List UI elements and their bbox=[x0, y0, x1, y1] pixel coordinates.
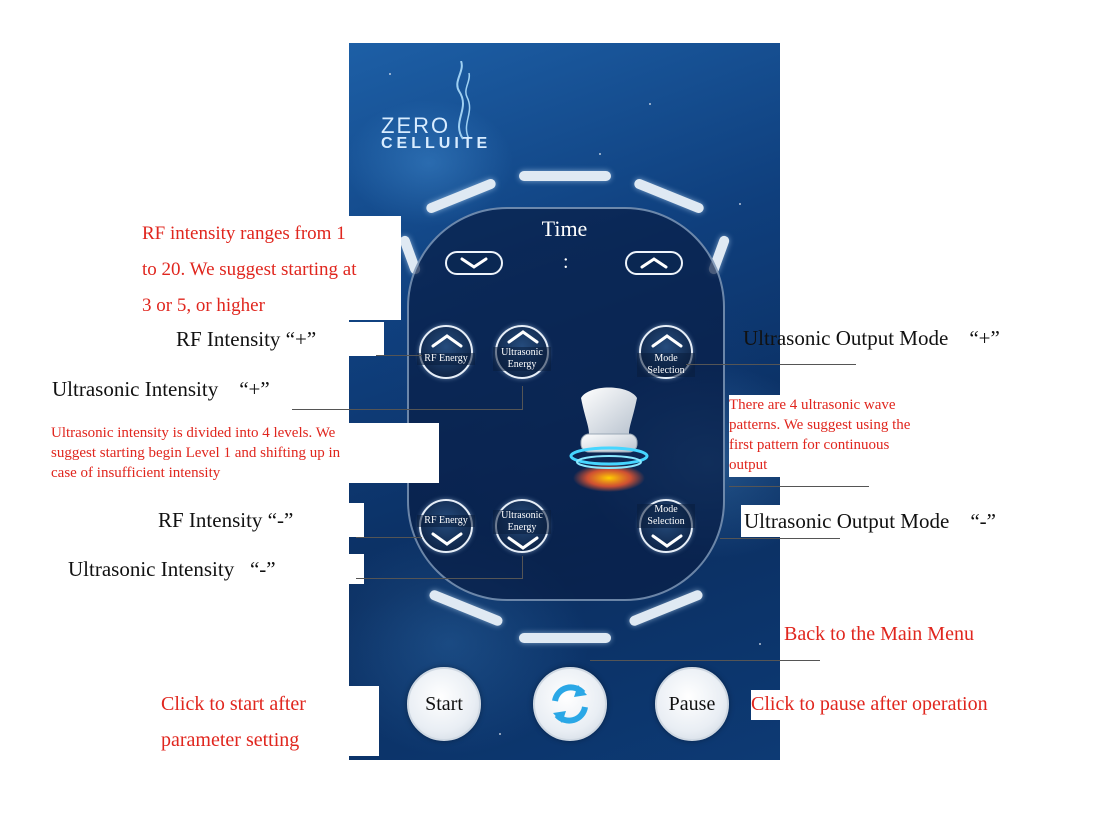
start-hint-note: Click to start after parameter setting bbox=[161, 686, 379, 756]
note-line: parameter setting bbox=[161, 729, 300, 751]
rf-energy-label: RF Energy bbox=[417, 353, 475, 365]
time-down-button[interactable] bbox=[445, 251, 503, 275]
chevron-up-icon bbox=[431, 334, 463, 348]
star bbox=[739, 203, 741, 205]
label-text: Ultrasonic Intensity bbox=[52, 377, 219, 401]
note-line: case of insufficient intensity bbox=[51, 465, 221, 481]
pointer-line bbox=[376, 355, 422, 356]
device-handpiece-image bbox=[569, 387, 649, 492]
note-line: RF intensity ranges from 1 bbox=[142, 223, 346, 244]
chevron-up-icon bbox=[640, 257, 668, 269]
time-label: Time bbox=[541, 216, 588, 241]
chevron-down-icon bbox=[651, 534, 683, 548]
star bbox=[759, 643, 761, 645]
rf-energy-up-button[interactable]: RF Energy bbox=[417, 325, 475, 379]
label-sign: “-” bbox=[970, 509, 996, 533]
pointer-line bbox=[590, 660, 820, 661]
label-sign: “-” bbox=[249, 557, 276, 581]
mode-selection-down-button[interactable]: Mode Selection bbox=[637, 499, 695, 553]
pointer-line bbox=[356, 537, 422, 538]
bottom-arc-bar bbox=[519, 633, 611, 643]
start-label: Start bbox=[425, 693, 463, 715]
pointer-line bbox=[522, 386, 523, 410]
label-line: Mode bbox=[654, 353, 678, 364]
mode-selection-up-button[interactable]: Mode Selection bbox=[637, 325, 695, 379]
ultrasonic-energy-down-button[interactable]: Ultrasonic Energy bbox=[493, 499, 551, 553]
star bbox=[649, 103, 651, 105]
label-line: Selection bbox=[647, 365, 685, 376]
chevron-down-icon bbox=[460, 257, 488, 269]
label-text: Ultrasonic Intensity bbox=[68, 557, 235, 581]
star bbox=[389, 73, 391, 75]
note-line: Click to start after bbox=[161, 693, 306, 715]
label-sign: “+” bbox=[969, 326, 1000, 350]
time-separator: : bbox=[563, 251, 569, 273]
logo-celluite-text: CELLUITE bbox=[381, 135, 492, 152]
time-up-button[interactable] bbox=[625, 251, 683, 275]
note-line: output bbox=[729, 457, 768, 473]
pause-button[interactable]: Pause bbox=[655, 667, 729, 741]
start-button[interactable]: Start bbox=[407, 667, 481, 741]
note-line: 3 or 5, or higher bbox=[142, 295, 265, 316]
label-line: Ultrasonic bbox=[501, 510, 543, 521]
pointer-line bbox=[292, 409, 522, 410]
pointer-line bbox=[729, 486, 869, 487]
label-text: Ultrasonic Output Mode bbox=[743, 326, 949, 350]
logo-zero-text: ZERO bbox=[381, 113, 451, 138]
note-line: first pattern for continuous bbox=[729, 437, 890, 453]
mode-selection-label: Mode Selection bbox=[637, 504, 695, 528]
rf-intensity-plus-label: RF Intensity “+” bbox=[168, 322, 384, 356]
ultrasonic-energy-up-button[interactable]: Ultrasonic Energy bbox=[493, 325, 551, 379]
note-line: There are 4 ultrasonic wave bbox=[729, 397, 896, 413]
rf-energy-label: RF Energy bbox=[417, 515, 475, 527]
label-sign: “+” bbox=[239, 377, 270, 401]
pointer-line bbox=[522, 556, 523, 579]
label-line: Mode bbox=[654, 504, 678, 515]
note-line: Ultrasonic intensity is divided into 4 l… bbox=[51, 425, 336, 441]
pointer-line bbox=[686, 364, 856, 365]
ultrasonic-levels-note: Ultrasonic intensity is divided into 4 l… bbox=[51, 423, 439, 483]
ultrasonic-intensity-plus-label: Ultrasonic Intensity “+” bbox=[52, 377, 270, 402]
top-arc-bar bbox=[519, 171, 611, 181]
wave-patterns-note: There are 4 ultrasonic wave patterns. We… bbox=[729, 395, 959, 477]
star bbox=[499, 733, 501, 735]
label-text: Ultrasonic Output Mode bbox=[744, 509, 950, 533]
ultrasonic-output-mode-minus-label: Ultrasonic Output Mode “-” bbox=[741, 505, 1054, 537]
pointer-line bbox=[720, 538, 840, 539]
note-line: suggest starting begin Level 1 and shift… bbox=[51, 445, 341, 461]
label-line: Ultrasonic bbox=[501, 347, 543, 358]
note-line: patterns. We suggest using the bbox=[729, 417, 911, 433]
rf-intensity-minus-label: RF Intensity “-” bbox=[150, 503, 364, 537]
chevron-up-icon bbox=[507, 330, 539, 344]
ultrasonic-energy-label: Ultrasonic Energy bbox=[493, 510, 551, 534]
device-screen: ZERO CELLUITE Time : RF Energy Ultrasoni… bbox=[349, 43, 780, 760]
pause-hint-note: Click to pause after operation bbox=[751, 690, 1041, 720]
pointer-line bbox=[356, 578, 522, 579]
refresh-icon bbox=[552, 684, 588, 724]
back-main-menu-note: Back to the Main Menu bbox=[784, 623, 974, 645]
rf-energy-down-button[interactable]: RF Energy bbox=[417, 499, 475, 553]
ultrasonic-intensity-minus-label: Ultrasonic Intensity “-” bbox=[60, 554, 364, 584]
ultrasonic-energy-label: Ultrasonic Energy bbox=[493, 347, 551, 371]
star bbox=[599, 153, 601, 155]
chevron-down-icon bbox=[507, 536, 539, 550]
ultrasonic-output-mode-plus-label: Ultrasonic Output Mode “+” bbox=[743, 326, 1000, 351]
mode-selection-label: Mode Selection bbox=[637, 353, 695, 377]
label-line: Energy bbox=[507, 522, 537, 533]
rf-range-note: RF intensity ranges from 1 to 20. We sug… bbox=[142, 216, 401, 320]
note-line: to 20. We suggest starting at bbox=[142, 259, 357, 280]
pause-label: Pause bbox=[668, 693, 716, 715]
chevron-down-icon bbox=[431, 532, 463, 546]
label-line: Energy bbox=[507, 359, 537, 370]
label-line: Selection bbox=[647, 516, 685, 527]
flame-logo-icon bbox=[456, 61, 471, 140]
main-menu-button[interactable] bbox=[533, 667, 607, 741]
chevron-up-icon bbox=[651, 334, 683, 348]
